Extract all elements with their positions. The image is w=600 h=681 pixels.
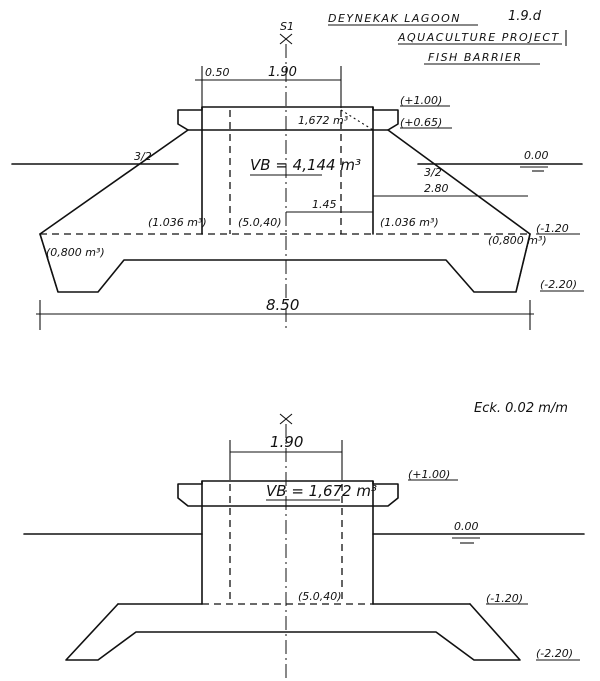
slope-right-label: 3/2 — [424, 166, 442, 179]
dim-top-left: 0.50 — [205, 66, 230, 79]
body-volume-a: VB = 4,144 m³ — [250, 156, 361, 174]
vol-right: (1.036 m³) — [380, 216, 439, 229]
dim-total: 8.50 — [266, 296, 299, 314]
drawing-ref: 1.9.d — [508, 9, 542, 24]
dim-b-width: 1.90 — [270, 433, 303, 451]
elev-base-top-a: (-1.20 — [536, 222, 569, 235]
elev-cap-a: (+0.65) — [400, 116, 442, 129]
slope-left — [39, 129, 189, 235]
vol-mid-b: (5.0,40) — [298, 590, 342, 603]
cap-outline — [177, 106, 399, 131]
vol-mid-a: (5.0,40) — [238, 216, 282, 229]
axis-arrow-right — [279, 33, 293, 45]
section-a: S1 0.50 1.90 0.00 3/2 3/2 (+1.00) (+0.65… — [11, 20, 584, 330]
elev-base-bottom-a: (-2.20) — [540, 278, 577, 291]
vol-left: (1.036 m³) — [148, 216, 207, 229]
slope-right — [387, 129, 531, 235]
title-block: DEYNEKAK LAGOON 1.9.d AQUACULTURE PROJEC… — [328, 9, 567, 65]
title-line-3: FISH BARRIER — [428, 51, 523, 64]
title-line-1: DEYNEKAK LAGOON — [328, 12, 461, 25]
elev-water-a: 0.00 — [524, 149, 549, 162]
elev-top-a: (+1.00) — [400, 94, 442, 107]
base-b-outline — [65, 603, 521, 661]
elev-base-bottom-b: (-2.20) — [536, 647, 573, 660]
cap-hatch — [340, 109, 374, 131]
elev-base-top-b: (-1.20) — [486, 592, 523, 605]
vol-left-end: (0,800 m³) — [46, 246, 105, 259]
cap-volume: 1,672 m³ — [298, 114, 349, 127]
section-b: Eck. 0.02 m/m 1.90 (+1.00) VB = 1,672 m³… — [23, 401, 585, 678]
scale-label: Eck. 0.02 m/m — [474, 401, 568, 416]
dim-top-width: 1.90 — [268, 65, 297, 80]
slope-left-label: 3/2 — [134, 150, 152, 163]
dim-280: 2.80 — [424, 182, 449, 195]
dim-145: 1.45 — [312, 198, 337, 211]
elev-top-b: (+1.00) — [408, 468, 450, 481]
axis-b-arrow-right — [279, 413, 293, 425]
title-line-2: AQUACULTURE PROJECT — [397, 31, 560, 44]
base-outline — [39, 233, 531, 293]
vol-right-end: (0,800 m³) — [488, 234, 547, 247]
elev-water-b: 0.00 — [454, 520, 479, 533]
body-volume-b: VB = 1,672 m³ — [266, 482, 377, 500]
axis-mark: S1 — [280, 20, 294, 33]
